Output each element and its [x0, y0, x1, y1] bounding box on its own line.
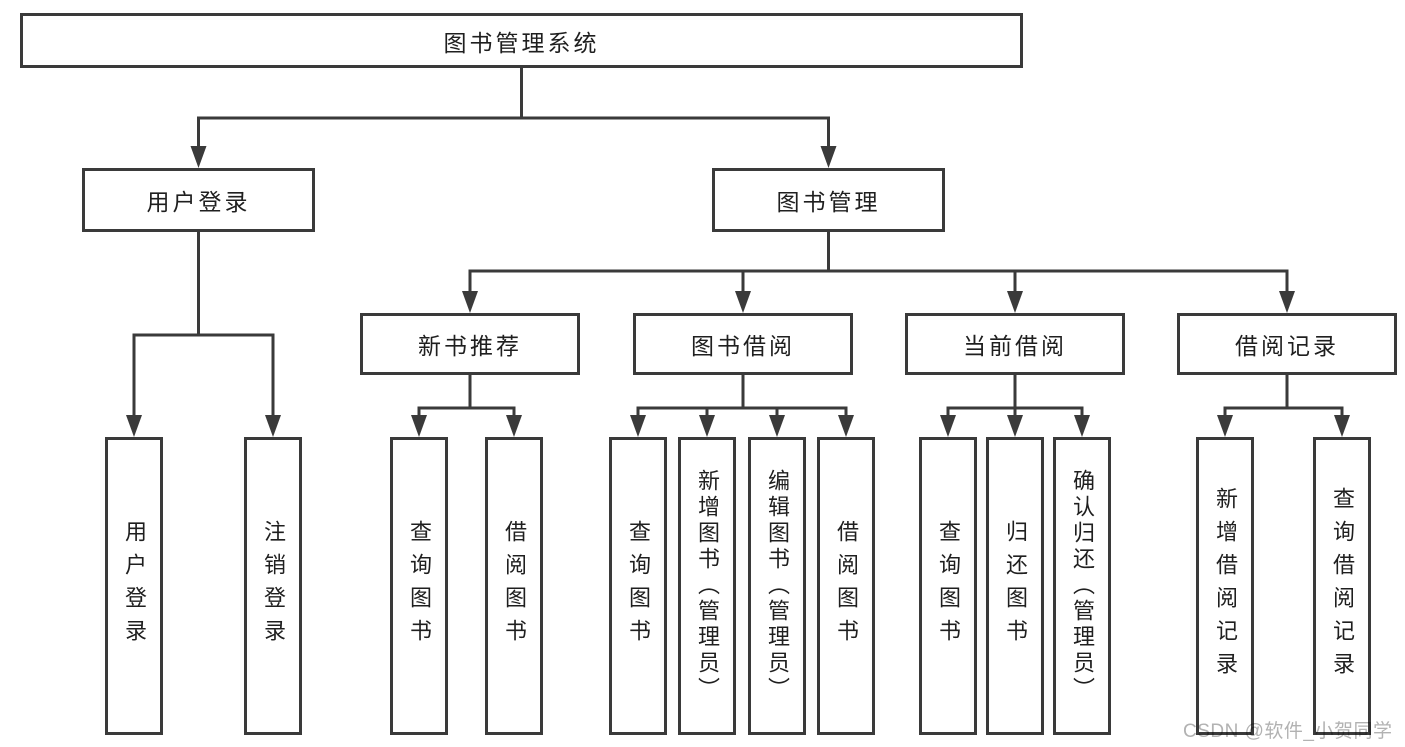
node-label: 查询图书	[626, 520, 651, 652]
connector-book-mgmt-to-level3	[462, 232, 1295, 313]
node-label: 图书管理系统	[443, 29, 600, 56]
leaf-borrow-books-2: 借阅图书	[817, 437, 875, 735]
node-label: 编辑图书（管理员）	[765, 469, 790, 703]
arrowhead-down-icon	[1279, 291, 1295, 313]
node-label: 图书管理	[776, 189, 881, 215]
arrowhead-down-icon	[1074, 415, 1090, 437]
arrowhead-down-icon	[838, 415, 854, 437]
leaf-query-books-1: 查询图书	[390, 437, 448, 735]
node-label: 借阅图书	[502, 520, 527, 652]
node-book-borrowing: 图书借阅	[633, 313, 853, 375]
leaf-user-login: 用户登录	[105, 437, 163, 735]
arrowhead-down-icon	[190, 146, 207, 168]
node-label: 借阅记录	[1235, 333, 1339, 359]
node-label: 用户登录	[146, 189, 251, 215]
arrowhead-down-icon	[1007, 415, 1023, 437]
node-label: 新增图书（管理员）	[695, 469, 720, 703]
node-label: 归还图书	[1003, 520, 1028, 652]
node-label: 确认归还（管理员）	[1070, 469, 1095, 703]
arrowhead-down-icon	[735, 291, 751, 313]
node-label: 借阅图书	[834, 520, 859, 652]
connector-borrow-records-children	[1217, 375, 1350, 437]
arrowhead-down-icon	[769, 415, 785, 437]
node-label: 当前借阅	[963, 333, 1067, 359]
connector-user-login-children	[126, 232, 281, 437]
leaf-logout: 注销登录	[244, 437, 302, 735]
arrowhead-down-icon	[411, 415, 427, 437]
arrowhead-down-icon	[940, 415, 956, 437]
arrowhead-down-icon	[820, 146, 837, 168]
connector-current-borrow-children	[940, 375, 1090, 437]
leaf-add-borrow-record: 新增借阅记录	[1196, 437, 1254, 735]
node-library-management-system: 图书管理系统	[20, 13, 1023, 68]
connector-book-borrow-children	[630, 375, 854, 437]
leaf-confirm-return-admin: 确认归还（管理员）	[1053, 437, 1111, 735]
node-user-login: 用户登录	[82, 168, 315, 232]
node-label: 查询借阅记录	[1330, 487, 1355, 685]
arrowhead-down-icon	[462, 291, 478, 313]
node-label: 新增借阅记录	[1213, 487, 1238, 685]
leaf-return-book: 归还图书	[986, 437, 1044, 735]
node-borrow-records: 借阅记录	[1177, 313, 1397, 375]
node-label: 图书借阅	[691, 333, 795, 359]
arrowhead-down-icon	[126, 415, 142, 437]
node-new-book-recommend: 新书推荐	[360, 313, 580, 375]
leaf-query-borrow-record: 查询借阅记录	[1313, 437, 1371, 735]
leaf-edit-book-admin: 编辑图书（管理员）	[748, 437, 806, 735]
arrowhead-down-icon	[699, 415, 715, 437]
connector-new-book-children	[411, 375, 522, 437]
csdn-watermark: CSDN @软件_小贺同学	[1183, 721, 1393, 742]
arrowhead-down-icon	[630, 415, 646, 437]
leaf-add-book-admin: 新增图书（管理员）	[678, 437, 736, 735]
node-label: 查询图书	[407, 520, 432, 652]
arrowhead-down-icon	[506, 415, 522, 437]
leaf-query-books-3: 查询图书	[919, 437, 977, 735]
leaf-query-books-2: 查询图书	[609, 437, 667, 735]
node-label: 用户登录	[122, 520, 147, 652]
arrowhead-down-icon	[1217, 415, 1233, 437]
node-label: 注销登录	[261, 520, 286, 652]
arrowhead-down-icon	[1334, 415, 1350, 437]
node-book-management: 图书管理	[712, 168, 945, 232]
leaf-borrow-books-1: 借阅图书	[485, 437, 543, 735]
arrowhead-down-icon	[265, 415, 281, 437]
node-current-borrowing: 当前借阅	[905, 313, 1125, 375]
connector-root-to-level2	[190, 68, 837, 168]
arrowhead-down-icon	[1007, 291, 1023, 313]
node-label: 查询图书	[936, 520, 961, 652]
node-label: 新书推荐	[418, 333, 522, 359]
